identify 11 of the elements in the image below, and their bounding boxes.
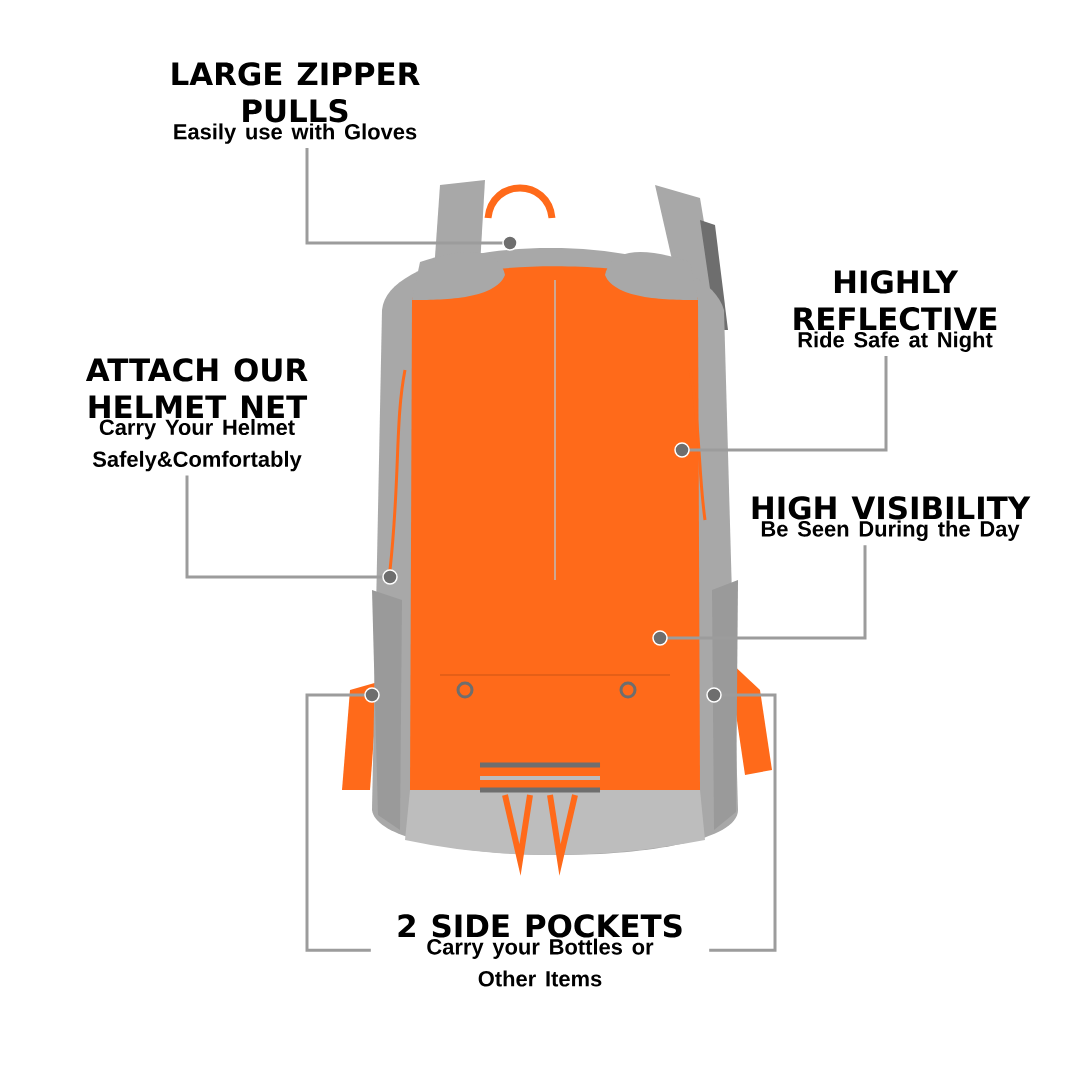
- callout-text: LARGE ZIPPER PULLS Easily use with Gloves: [172, 62, 420, 144]
- callout-text: ATTACH OUR HELMET NET Carry Your Helmet Safely&Comfortably: [85, 358, 308, 472]
- leader-line: [305, 148, 518, 251]
- callout-text: HIGH VISIBILITY Be Seen During the Day: [752, 496, 1031, 542]
- callout-text: 2 SIDE POCKETS Carry your Bottles or Other Items: [398, 914, 682, 987]
- leader-line: [652, 545, 867, 646]
- leader-line: [706, 687, 777, 952]
- callout-text: HIGHLY REFLECTIVE Ride Safe at Night: [794, 270, 997, 352]
- leader-line: [185, 475, 398, 585]
- leader-line: [674, 356, 888, 458]
- leader-line: [305, 687, 380, 952]
